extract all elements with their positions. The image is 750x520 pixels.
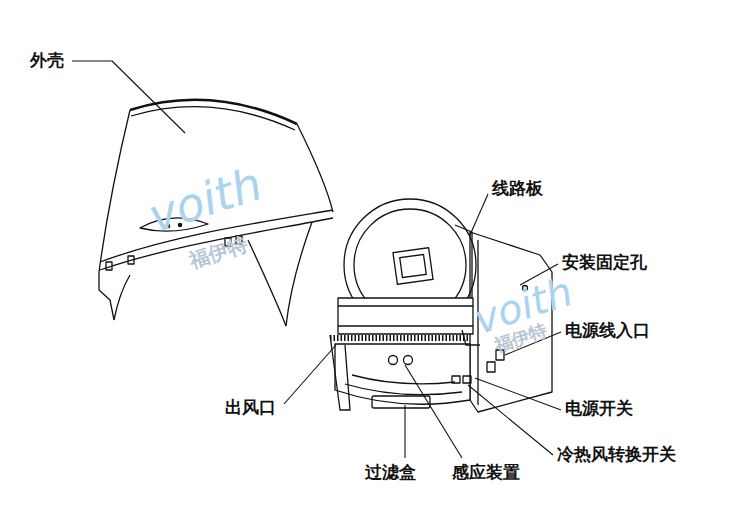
watermark: voith — [142, 156, 269, 244]
part-label: 安装固定孔 — [562, 252, 647, 272]
part-label: 出风口 — [225, 397, 276, 417]
part-label: 电源线入口 — [565, 320, 650, 340]
part-label: 感应装置 — [452, 462, 520, 482]
part-label: 冷热风转换开关 — [557, 444, 676, 464]
shell-drawing — [99, 100, 333, 326]
part-label: 外壳 — [30, 50, 64, 70]
part-label: 电源开关 — [565, 398, 633, 418]
leader-lines — [72, 61, 561, 458]
watermark: 福伊特 — [186, 231, 250, 272]
part-label: 线路板 — [492, 178, 543, 198]
part-label: 过滤盒 — [365, 462, 416, 482]
